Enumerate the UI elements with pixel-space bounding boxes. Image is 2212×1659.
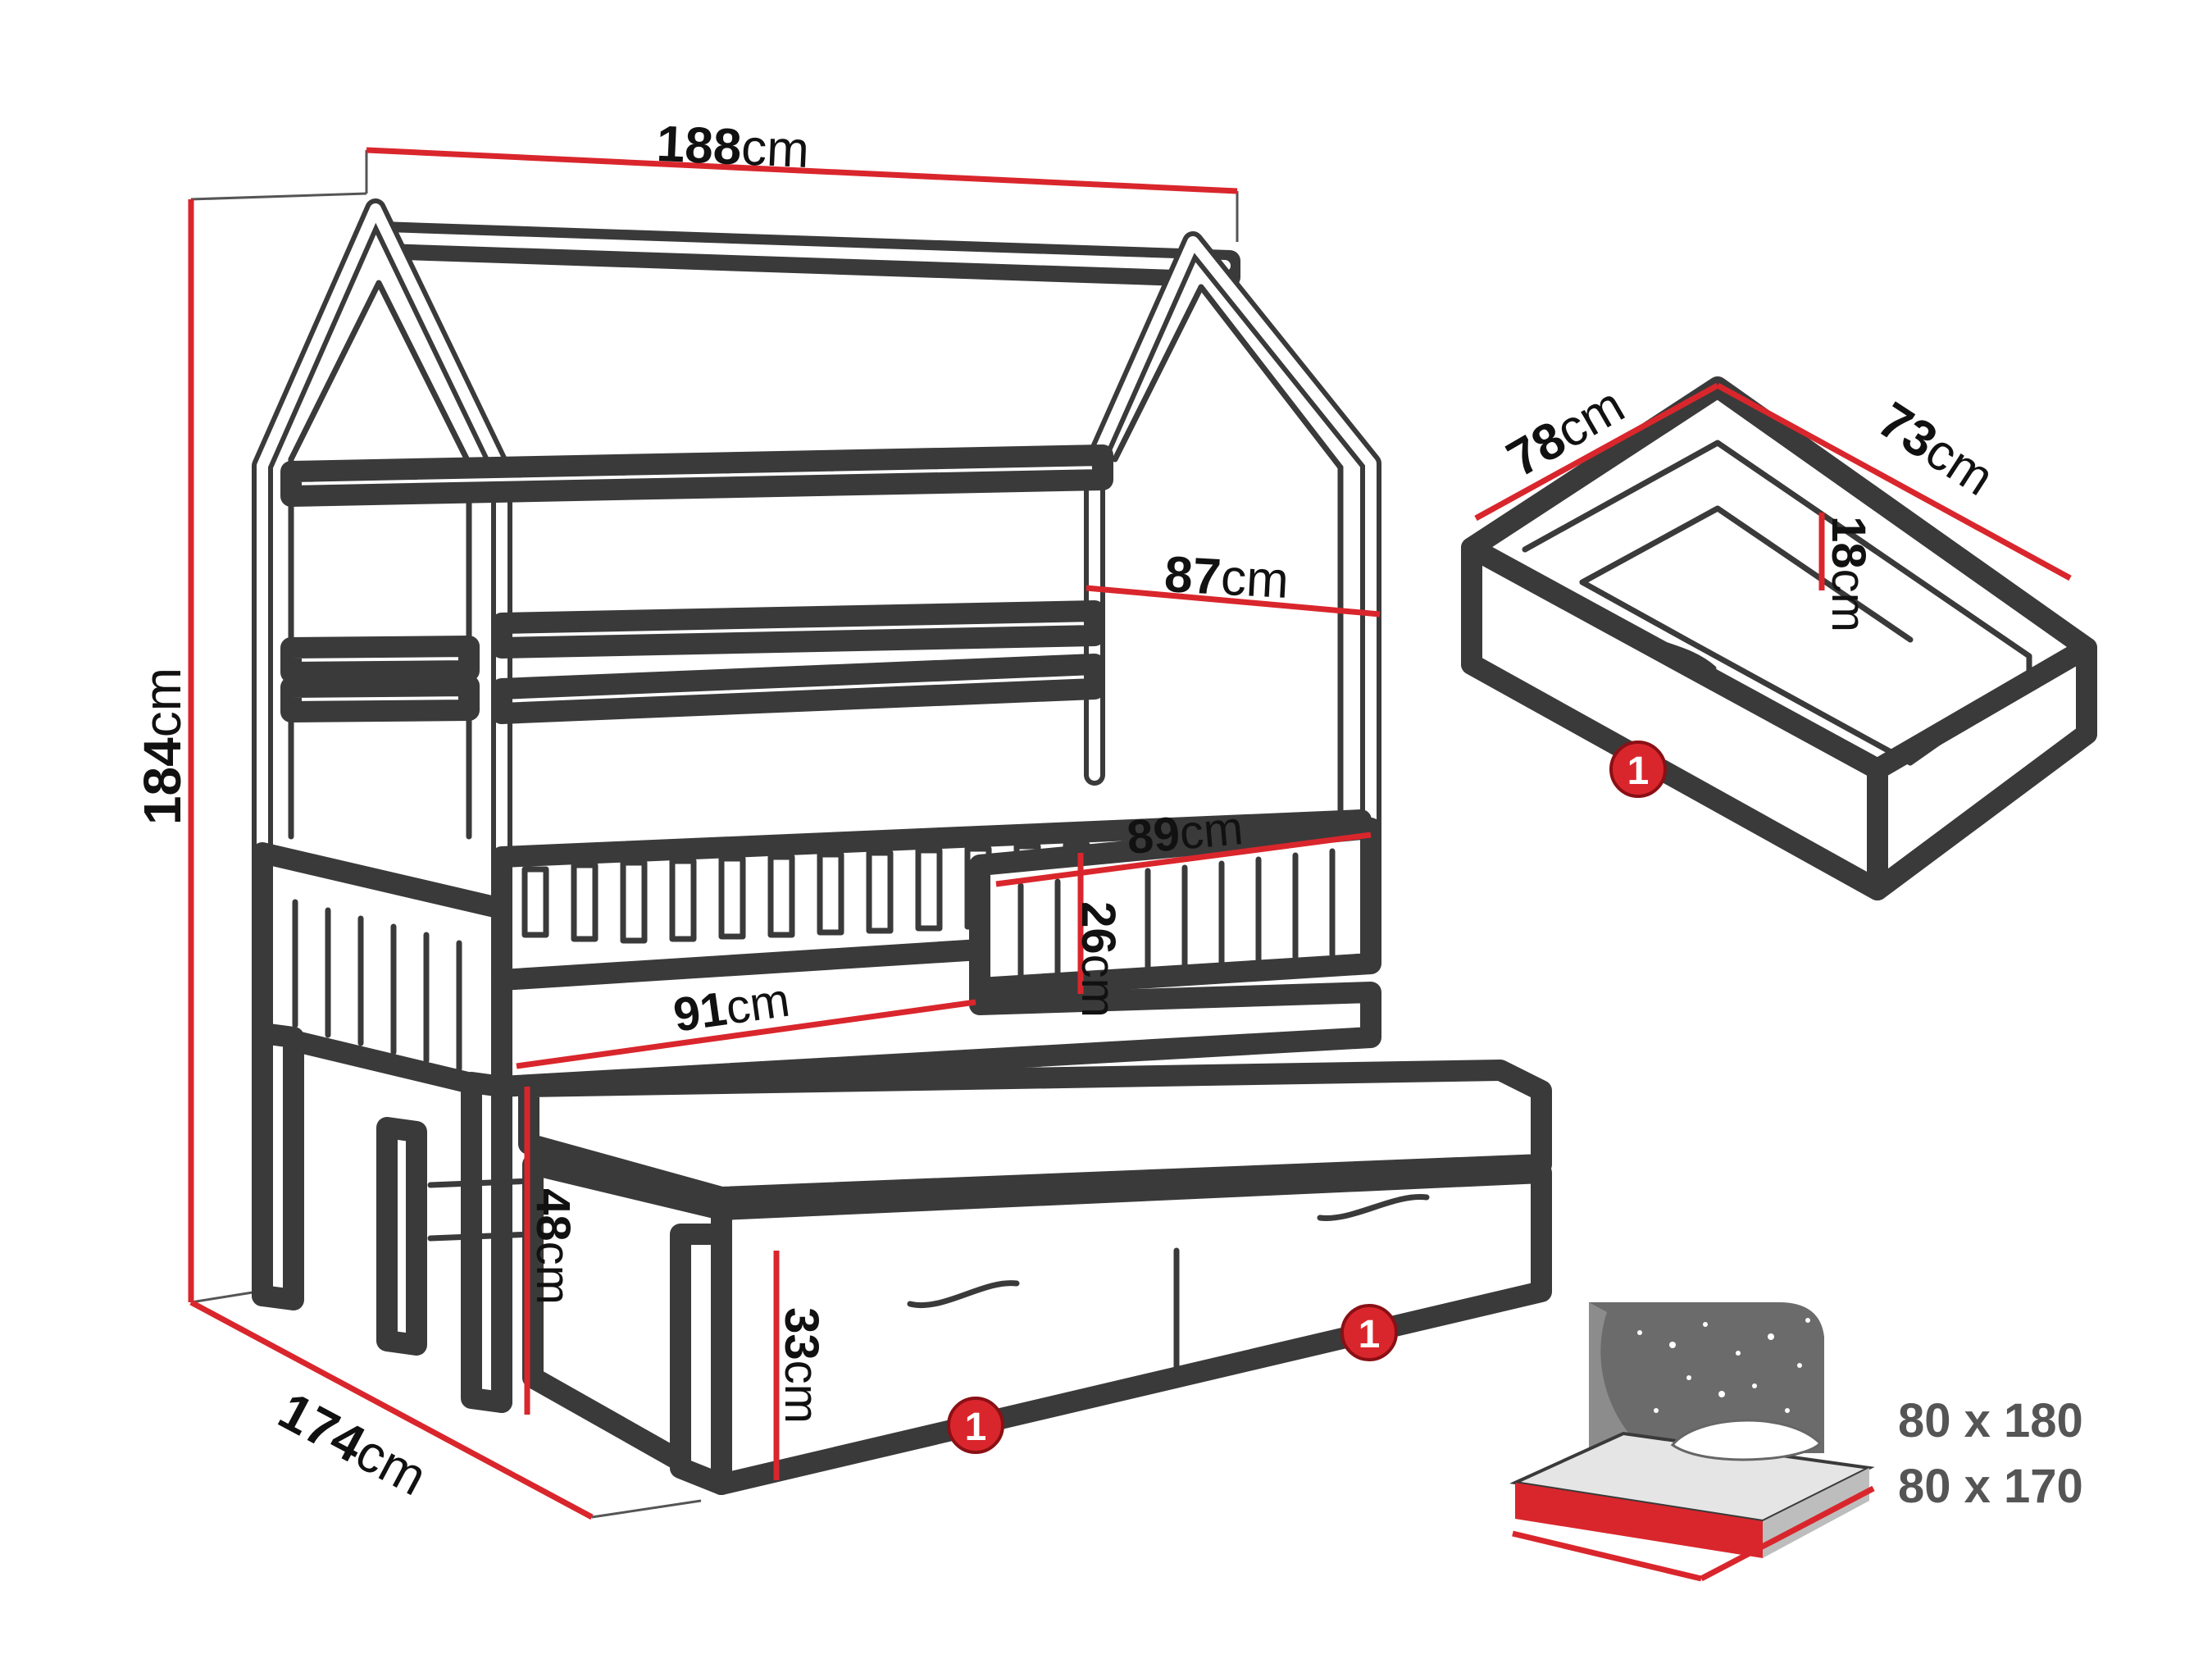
dim-width-top-label: 188cm [655, 116, 810, 179]
front-rail-slats [1017, 848, 1336, 979]
mattress-sizes: 80 x 180 80 x 170 [1898, 1394, 2083, 1513]
mattress-size-bottom: 80 x 170 [1898, 1460, 2083, 1513]
svg-text:87cm: 87cm [1163, 546, 1290, 609]
dim-drawer-height-label: 18cm [1822, 516, 1875, 632]
dim-depth-total-label: 174cm [270, 1381, 436, 1507]
count-badges: 1 1 1 [947, 741, 1667, 1454]
dim-drawer-depth-label: 73cm [1868, 392, 2004, 507]
drawer-count-badge: 1 [1609, 741, 1667, 798]
starry-sky-mattress-icon [1509, 1302, 1875, 1582]
svg-text:184cm: 184cm [133, 668, 192, 825]
svg-text:33cm: 33cm [775, 1307, 828, 1424]
dim-rail-length-label: 89cm [1125, 801, 1245, 864]
dim-rail-height-label: 26cm [1072, 901, 1125, 1018]
svg-text:1: 1 [1627, 750, 1650, 793]
dim-roof-side-label: 87cm [1163, 546, 1290, 609]
svg-text:18cm: 18cm [1822, 516, 1875, 632]
svg-text:89cm: 89cm [1125, 801, 1245, 864]
svg-text:26cm: 26cm [1072, 901, 1125, 1018]
trundle-bed [427, 1060, 1552, 1495]
dim-entry-opening-label: 91cm [671, 973, 794, 1042]
dim-trundle-height-label: 33cm [775, 1307, 828, 1424]
trundle-right-count-badge: 1 [1340, 1304, 1398, 1361]
svg-text:174cm: 174cm [270, 1381, 436, 1507]
dimension-lines [188, 147, 2072, 1520]
svg-text:1: 1 [965, 1406, 987, 1449]
mattress-size-top: 80 x 180 [1898, 1394, 2083, 1447]
svg-text:188cm: 188cm [655, 116, 810, 179]
drawer [1461, 376, 2097, 900]
trundle-left-count-badge: 1 [947, 1397, 1004, 1454]
svg-text:73cm: 73cm [1868, 392, 2004, 507]
dim-height-total-label: 184cm [133, 668, 192, 825]
svg-text:48cm: 48cm [526, 1188, 580, 1305]
house-bed [252, 198, 1381, 1413]
svg-text:1: 1 [1359, 1313, 1381, 1356]
dim-bed-height-label: 48cm [526, 1188, 580, 1305]
svg-text:91cm: 91cm [671, 973, 794, 1042]
left-end-slats [292, 899, 462, 1072]
